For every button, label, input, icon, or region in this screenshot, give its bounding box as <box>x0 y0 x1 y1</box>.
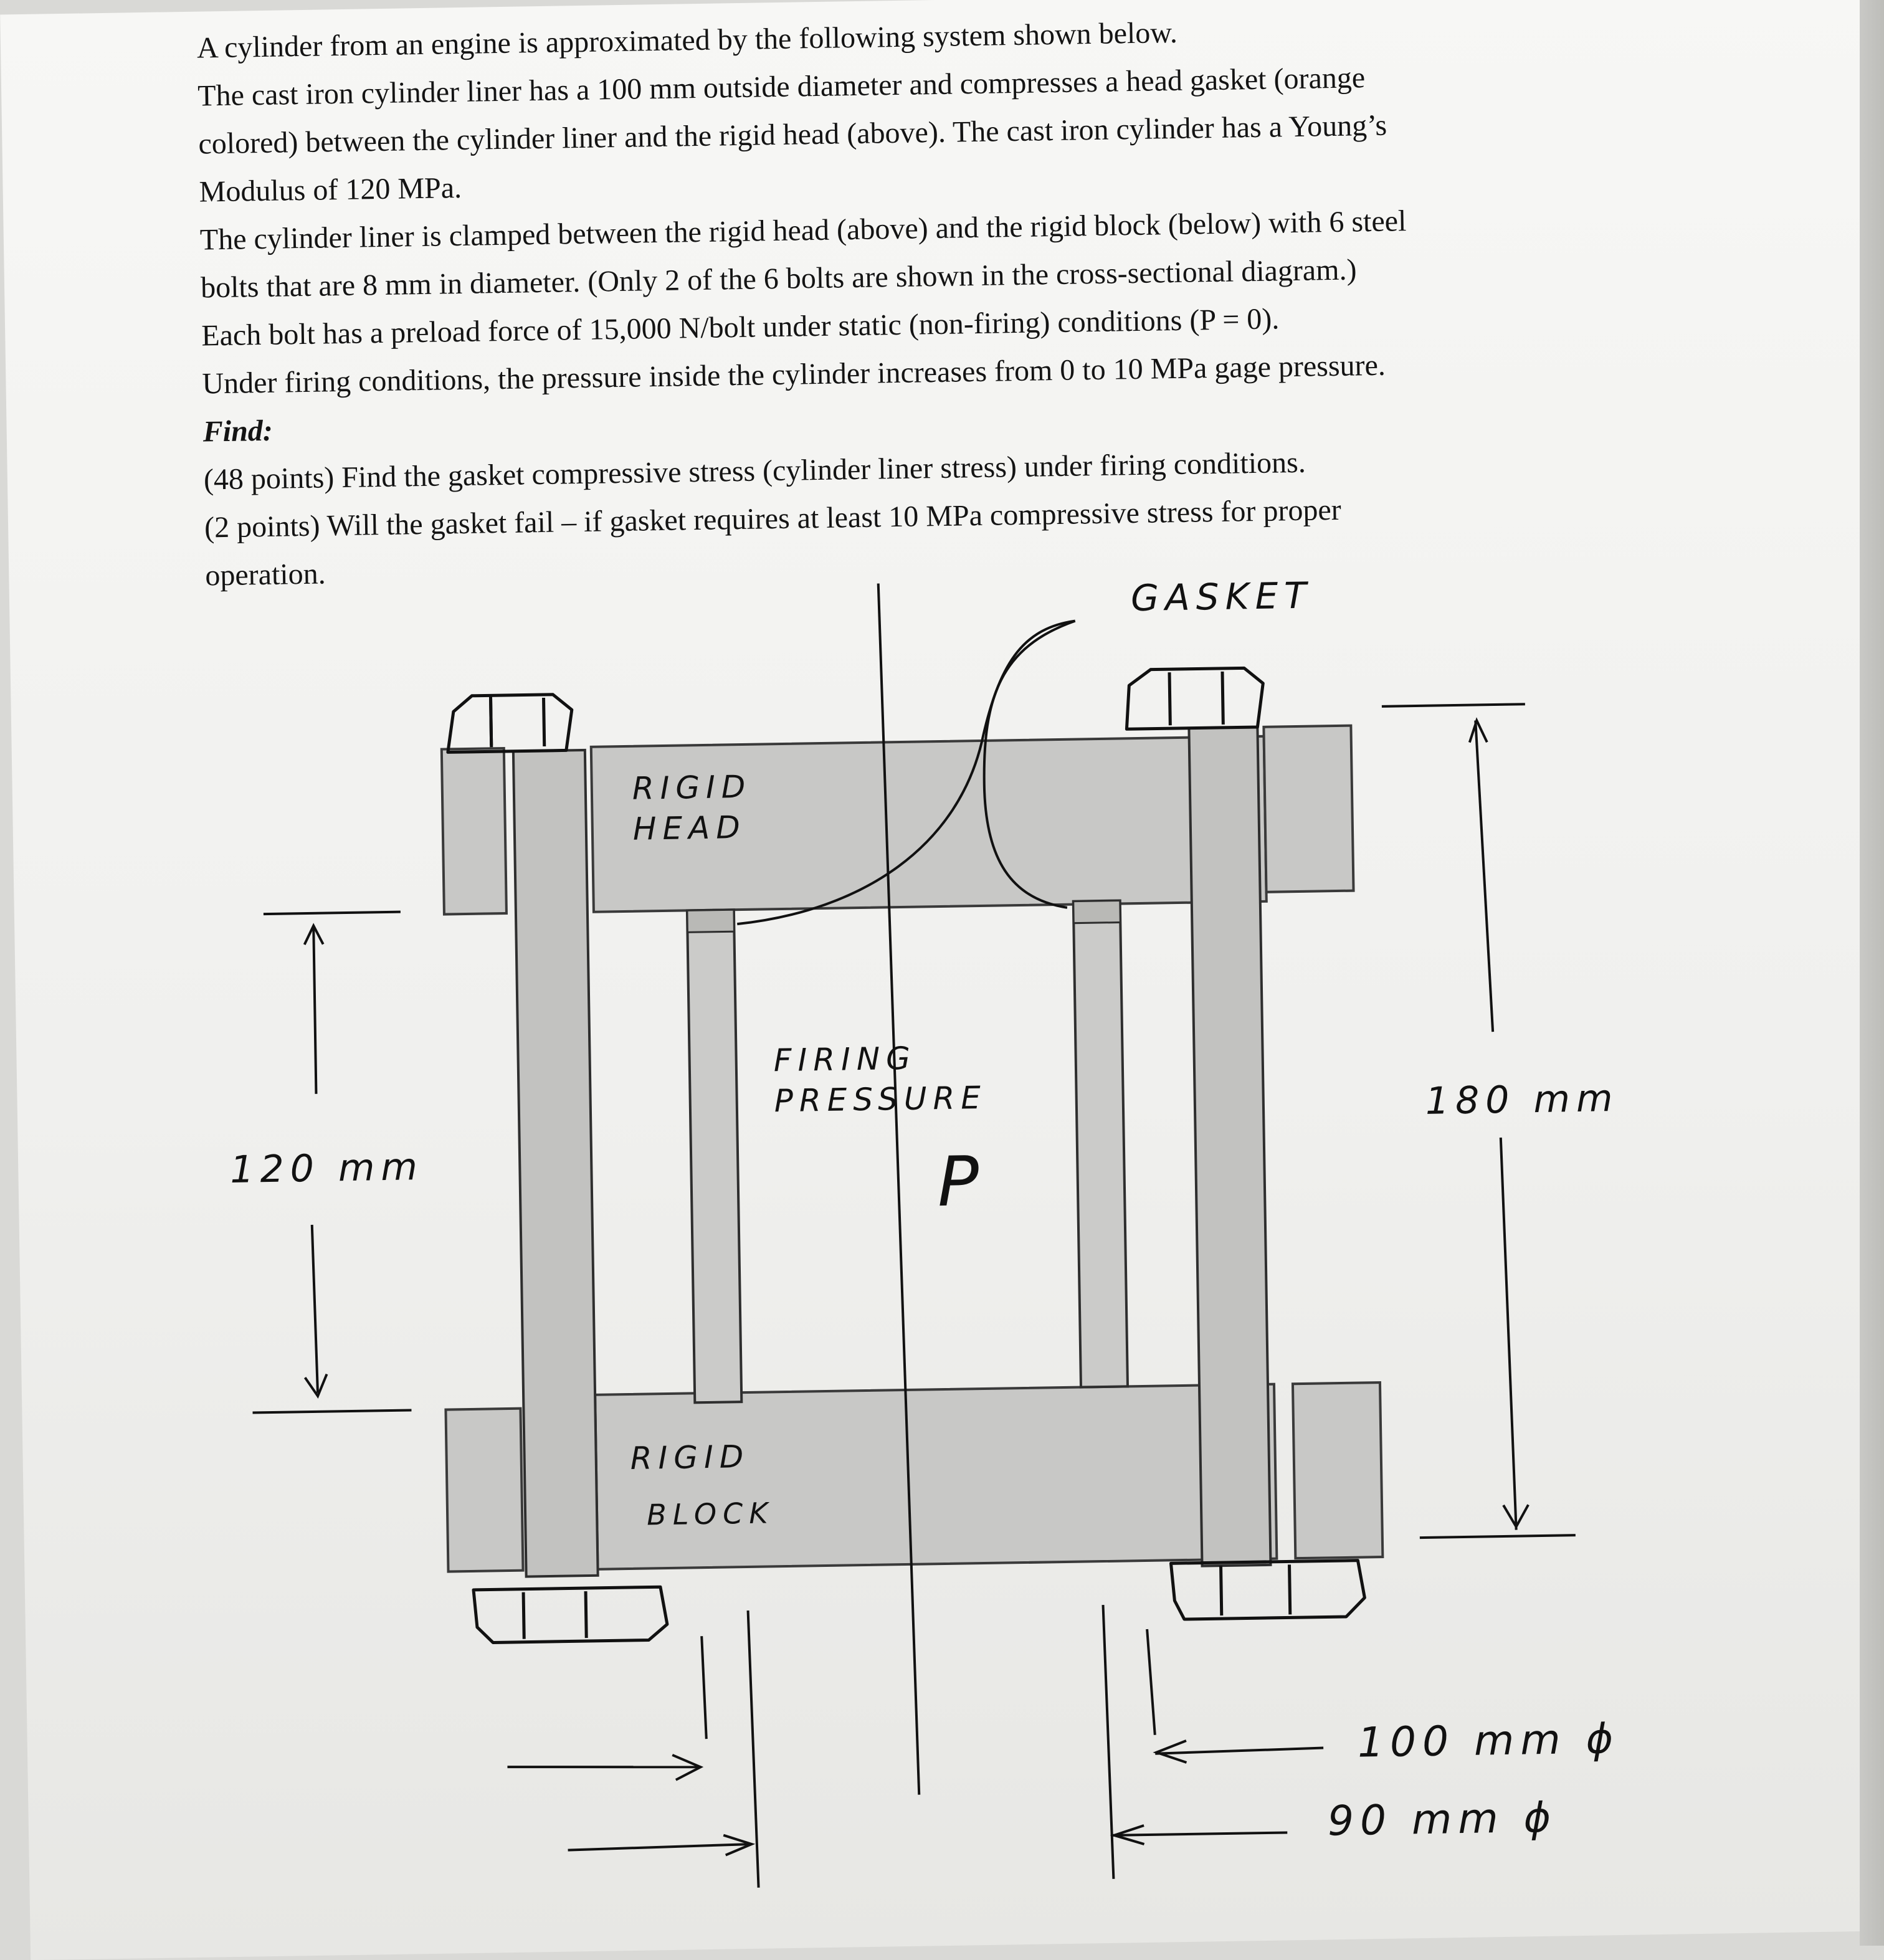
dim-120-ext-bottom <box>252 1409 412 1414</box>
rigid-head-label: HEAD <box>632 809 746 847</box>
dim-120-arrow-down <box>303 1373 328 1399</box>
pressure-symbol: P <box>937 1141 980 1222</box>
head-right-flange <box>1262 724 1355 893</box>
dia-100-ext-left <box>700 1636 708 1739</box>
left-gasket <box>686 908 735 933</box>
right-gasket <box>1072 899 1121 925</box>
dia-90-label: 90 mm ϕ <box>1327 1794 1557 1845</box>
block-left-flange <box>444 1407 525 1573</box>
head-left-flange <box>440 746 508 916</box>
bottom-left-nut <box>472 1585 669 1644</box>
left-cylinder-liner <box>685 908 743 1404</box>
firing-pressure-label: FIRING <box>773 1040 916 1079</box>
dia-100-arrow-right <box>1155 1746 1324 1755</box>
firing-pressure-label: PRESSURE <box>774 1080 987 1119</box>
dim-180-label: 180 mm <box>1425 1077 1619 1123</box>
dia-90-ext-right <box>1101 1604 1115 1879</box>
top-right-nut <box>1125 666 1265 731</box>
dim-180-ext-bottom <box>1419 1534 1576 1539</box>
block-right-flange <box>1291 1381 1384 1560</box>
dia-90-ext-left <box>746 1610 760 1888</box>
rigid-block <box>594 1382 1278 1571</box>
dim-120-line-top <box>312 925 318 1094</box>
bottom-right-nut <box>1169 1559 1366 1621</box>
dia-90-arrowhead-right <box>1110 1824 1145 1845</box>
dia-90-arrow-right <box>1113 1831 1288 1837</box>
top-left-nut-facet <box>489 698 493 748</box>
bottom-right-nut-facet <box>1219 1566 1224 1616</box>
gasket-label: GASKET <box>1131 574 1313 620</box>
dia-100-label: 100 mm ϕ <box>1357 1715 1619 1767</box>
top-right-nut-facet <box>1168 672 1172 726</box>
right-cylinder-liner <box>1072 899 1130 1389</box>
dia-90-arrowhead-left <box>723 1834 756 1857</box>
rigid-head-label: RIGID <box>632 769 751 807</box>
dim-120-ext-top <box>263 910 401 916</box>
dia-100-arrowhead-left <box>672 1754 704 1781</box>
gasket-leader-right <box>982 619 1076 909</box>
dim-120-label: 120 mm <box>230 1145 424 1192</box>
top-left-nut-facet <box>542 697 546 747</box>
dim-180-arrow-down <box>1502 1504 1530 1529</box>
rigid-block-label: BLOCK <box>647 1496 774 1531</box>
dim-180-line-bottom <box>1499 1137 1518 1530</box>
centerline <box>877 583 921 1795</box>
right-bolt-shank <box>1187 725 1272 1568</box>
top-left-nut <box>446 693 574 754</box>
dim-180-ext-top <box>1381 703 1525 708</box>
dia-100-arrowhead-right <box>1153 1739 1187 1764</box>
dia-100-arrow-left <box>507 1766 701 1769</box>
paper-edge <box>1860 0 1884 1946</box>
dim-180-arrow-up <box>1468 717 1488 743</box>
top-right-nut-facet <box>1220 671 1225 725</box>
dim-120-line-bottom <box>310 1224 319 1393</box>
left-bolt-shank <box>511 748 599 1578</box>
bottom-left-nut-facet <box>521 1592 526 1639</box>
dim-180-line-top <box>1474 720 1495 1032</box>
rigid-block-label: RIGID <box>630 1439 749 1477</box>
dia-100-ext-right <box>1146 1629 1156 1735</box>
dia-90-arrow-left <box>568 1842 752 1852</box>
dim-120-arrow-up <box>303 923 325 945</box>
gasket-leader-left <box>737 619 1075 926</box>
